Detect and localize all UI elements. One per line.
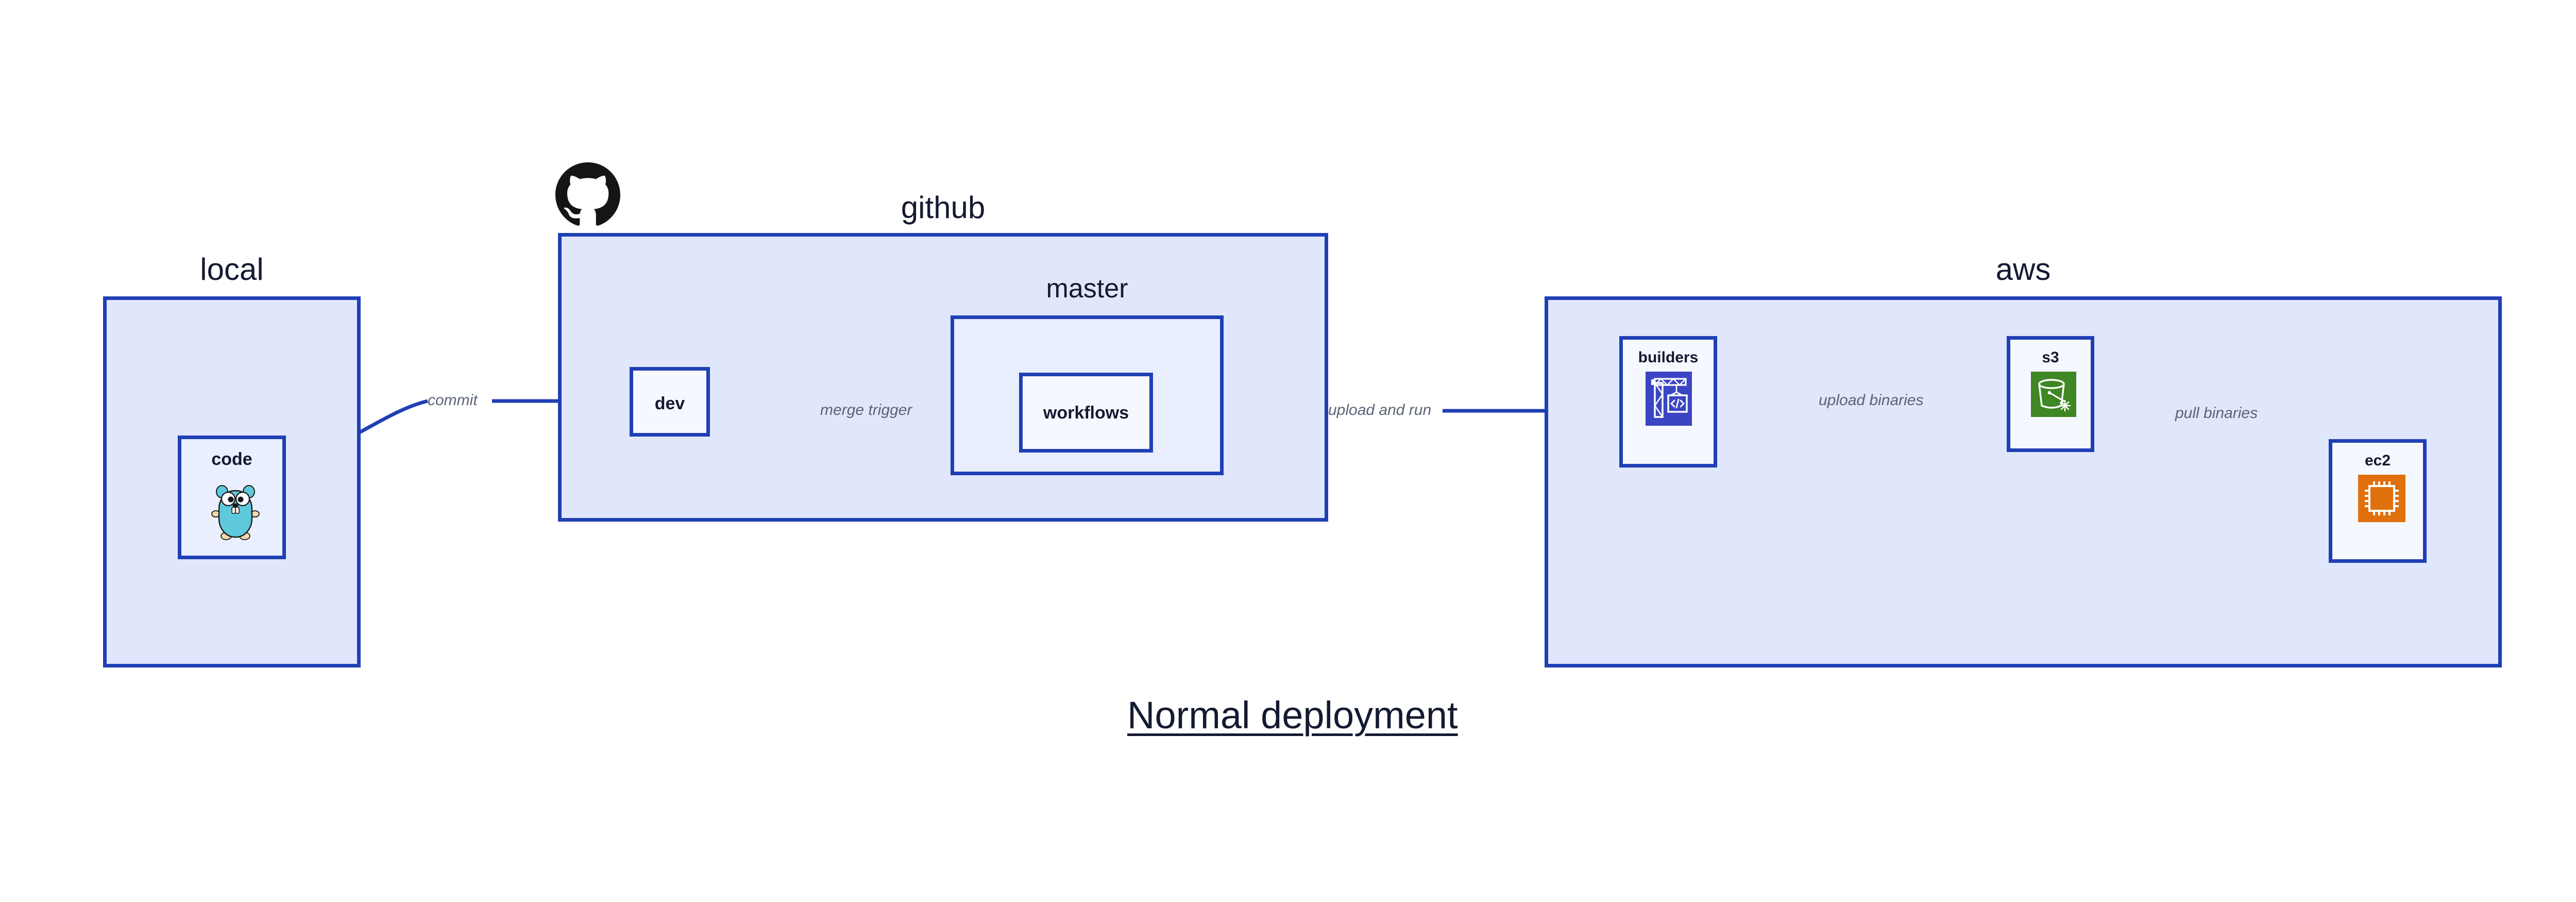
group-label-aws: aws (1995, 252, 2051, 287)
edge-label-commit: commit (428, 392, 478, 409)
edge-label-upload-and-run: upload and run (1328, 402, 1432, 419)
edge-label-upload-binaries: upload binaries (1819, 392, 1924, 409)
go-gopher-icon (211, 476, 260, 543)
edge-label-merge-trigger: merge trigger (820, 402, 912, 419)
node-s3[interactable]: s3 (2007, 336, 2094, 452)
node-label-s3: s3 (2042, 349, 2059, 366)
node-code[interactable]: code (178, 436, 286, 559)
node-dev[interactable]: dev (630, 367, 710, 437)
group-label-local: local (200, 252, 264, 287)
diagram-title: Normal deployment (1127, 694, 1458, 737)
node-label-builders: builders (1638, 349, 1699, 366)
node-label-code: code (211, 449, 252, 469)
s3-bucket-icon (2031, 372, 2076, 417)
node-label-dev: dev (654, 394, 685, 413)
group-label-github: github (901, 190, 986, 225)
crane-code-icon (1646, 372, 1692, 426)
cpu-chip-icon (2358, 475, 2405, 522)
github-octocat-icon (555, 162, 620, 227)
edge-label-pull-binaries: pull binaries (2175, 405, 2258, 422)
node-label-ec2: ec2 (2364, 452, 2391, 469)
node-label-workflows: workflows (1043, 403, 1129, 423)
node-workflows[interactable]: workflows (1019, 373, 1153, 453)
node-ec2[interactable]: ec2 (2329, 439, 2427, 563)
group-label-master: master (1046, 274, 1128, 304)
node-builders[interactable]: builders (1619, 336, 1717, 467)
